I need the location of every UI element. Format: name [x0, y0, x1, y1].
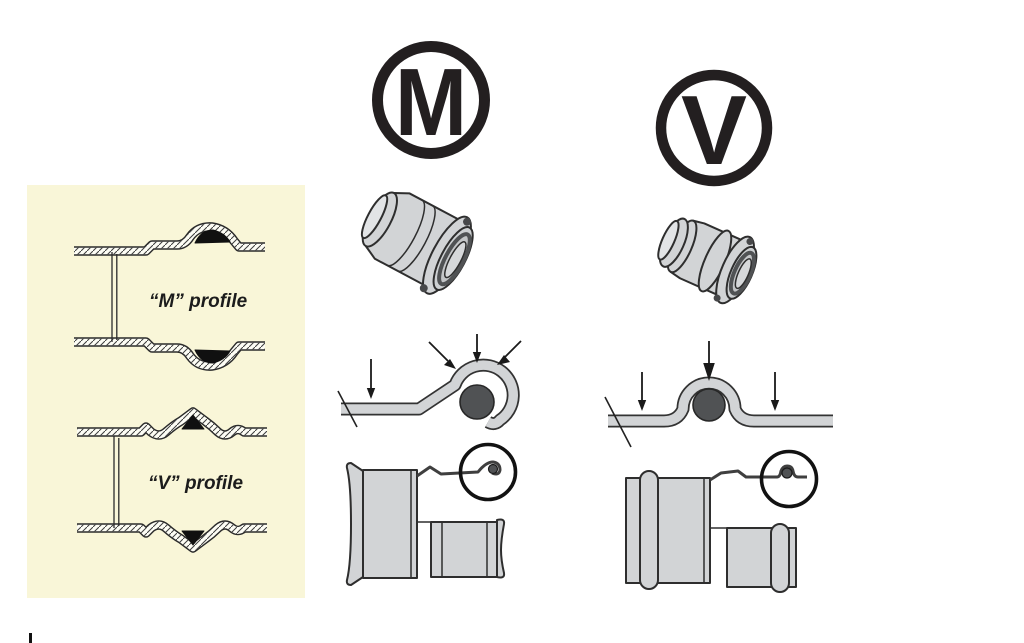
profile-cross-sections-drawing: “M” profile “V” profile — [27, 185, 305, 598]
v-seal-section-top — [181, 414, 205, 430]
m-seal-section-bottom — [194, 349, 231, 364]
m-fitting-3d-illustration — [360, 191, 474, 295]
v-seal-detail-callout-circle — [759, 449, 819, 509]
m-logo-letter: M — [395, 49, 467, 156]
m-press-profile-section — [337, 334, 522, 431]
v-profile-cross-section: “V” profile — [77, 407, 267, 553]
m-seal-section-top — [194, 229, 231, 244]
v-logo-badge: V — [655, 69, 773, 187]
m-press-force-arrows — [366, 334, 522, 399]
v-profile-label: “V” profile — [148, 473, 243, 494]
m-section-break-line — [337, 390, 358, 428]
m-seal-detail-dot — [487, 463, 499, 475]
m-logo-badge: M — [372, 41, 490, 159]
v-press-profile-section — [604, 341, 833, 448]
v-seal-bead-detail — [709, 464, 807, 482]
v-pipe-end-line — [113, 436, 120, 528]
m-seal-lip-detail — [416, 460, 502, 478]
m-profile-label: “M” profile — [149, 291, 248, 312]
v-seal-detail-dot — [781, 467, 793, 479]
m-pipe-end-line — [111, 252, 118, 342]
v-fitting-3d-illustration — [657, 217, 758, 305]
v-oring-section — [692, 388, 726, 422]
v-logo-letter: V — [681, 75, 747, 185]
v-press-force-arrows — [637, 341, 780, 411]
m-profile-cross-section: “M” profile — [74, 222, 265, 371]
m-fitting-cutaway — [345, 442, 518, 586]
v-logo-circle — [655, 69, 773, 187]
corner-tick-mark — [29, 633, 32, 643]
v-section-break-line — [604, 396, 632, 448]
m-seal-detail-callout-circle — [458, 442, 518, 502]
v-seal-section-bottom — [181, 530, 205, 546]
v-fitting-cutaway — [625, 449, 819, 593]
m-oring-section — [459, 384, 495, 420]
profile-comparison-panel: “M” profile “V” profile — [27, 185, 305, 598]
m-logo-circle — [372, 41, 490, 159]
